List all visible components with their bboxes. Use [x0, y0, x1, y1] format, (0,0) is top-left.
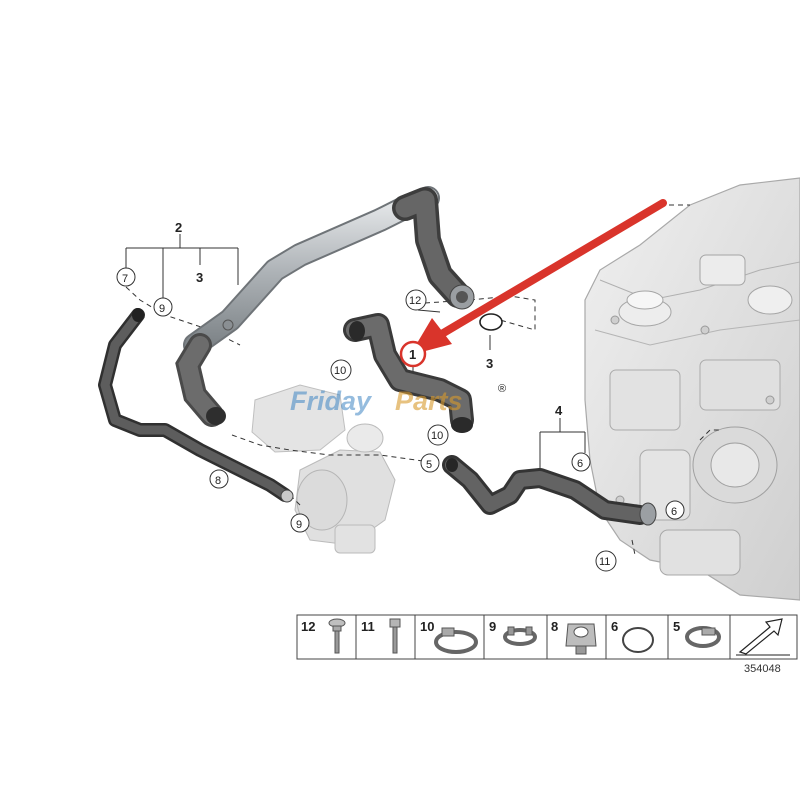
callout-4: 4	[555, 403, 563, 418]
o-ring-icon	[622, 627, 654, 653]
engine-block	[584, 177, 800, 601]
hose-part-1	[343, 313, 474, 433]
callout-1: 1	[409, 347, 416, 362]
worm-clamp-icon	[685, 626, 721, 648]
callout-9a: 9	[159, 303, 165, 315]
legend-num-9: 9	[489, 619, 496, 634]
hose-clamp-wide-icon	[434, 627, 478, 654]
legend-num-5: 5	[673, 619, 680, 634]
legend-num-8: 8	[551, 619, 558, 634]
callout-6b: 6	[671, 506, 677, 518]
callout-5-circle	[420, 453, 440, 473]
callout-8-circle	[209, 469, 229, 489]
metal-coolant-pipe	[175, 186, 503, 427]
legend-num-10: 10	[420, 619, 434, 634]
callout-8: 8	[215, 475, 221, 487]
bracket-clip-icon	[565, 623, 597, 655]
document-number: 354048	[744, 663, 781, 675]
callout-7-circle	[116, 267, 136, 287]
legend-strip: 12 11 10 9 8	[296, 614, 798, 675]
bolt-with-washer-icon	[328, 618, 346, 654]
callout-10a-circle	[330, 359, 352, 381]
callout-5: 5	[426, 459, 432, 471]
callout-9b: 9	[296, 519, 302, 531]
watermark-part1: Friday	[290, 386, 373, 416]
callout-3-left: 3	[196, 270, 203, 285]
callout-6b-circle	[665, 500, 685, 520]
callout-11: 11	[599, 556, 610, 568]
direction-arrow-icon	[736, 618, 790, 656]
watermark-part2: Parts	[395, 386, 463, 416]
callout-10b-circle	[427, 424, 449, 446]
legend-num-12: 12	[301, 619, 315, 634]
callout-10a: 10	[334, 365, 346, 377]
callout-9b-circle	[290, 513, 310, 533]
callout-labels: 2 3 3 4 7 9 8 9 10 10 5 12 6 6 11 1	[116, 220, 685, 572]
legend-num-6: 6	[611, 619, 618, 634]
callout-1-highlight-circle	[399, 340, 427, 368]
watermark-mark: ®	[498, 383, 506, 395]
callout-6a: 6	[577, 458, 583, 470]
hose-part-8	[98, 308, 294, 503]
callout-2: 2	[175, 220, 182, 235]
callout-7: 7	[122, 273, 128, 285]
bolt-icon	[389, 618, 401, 654]
callout-6a-circle	[571, 452, 591, 472]
callout-12-circle	[405, 289, 427, 311]
spring-clamp-icon	[503, 626, 537, 646]
callout-3-right: 3	[486, 356, 493, 371]
callout-10b: 10	[431, 430, 443, 442]
legend-num-11: 11	[361, 619, 375, 634]
callout-11-circle	[595, 550, 617, 572]
water-pump-assembly	[251, 384, 396, 554]
callout-9a-circle	[153, 297, 173, 317]
callout-12: 12	[409, 295, 421, 307]
watermark: Friday Parts ®	[290, 383, 506, 416]
hose-part-4	[442, 455, 657, 526]
